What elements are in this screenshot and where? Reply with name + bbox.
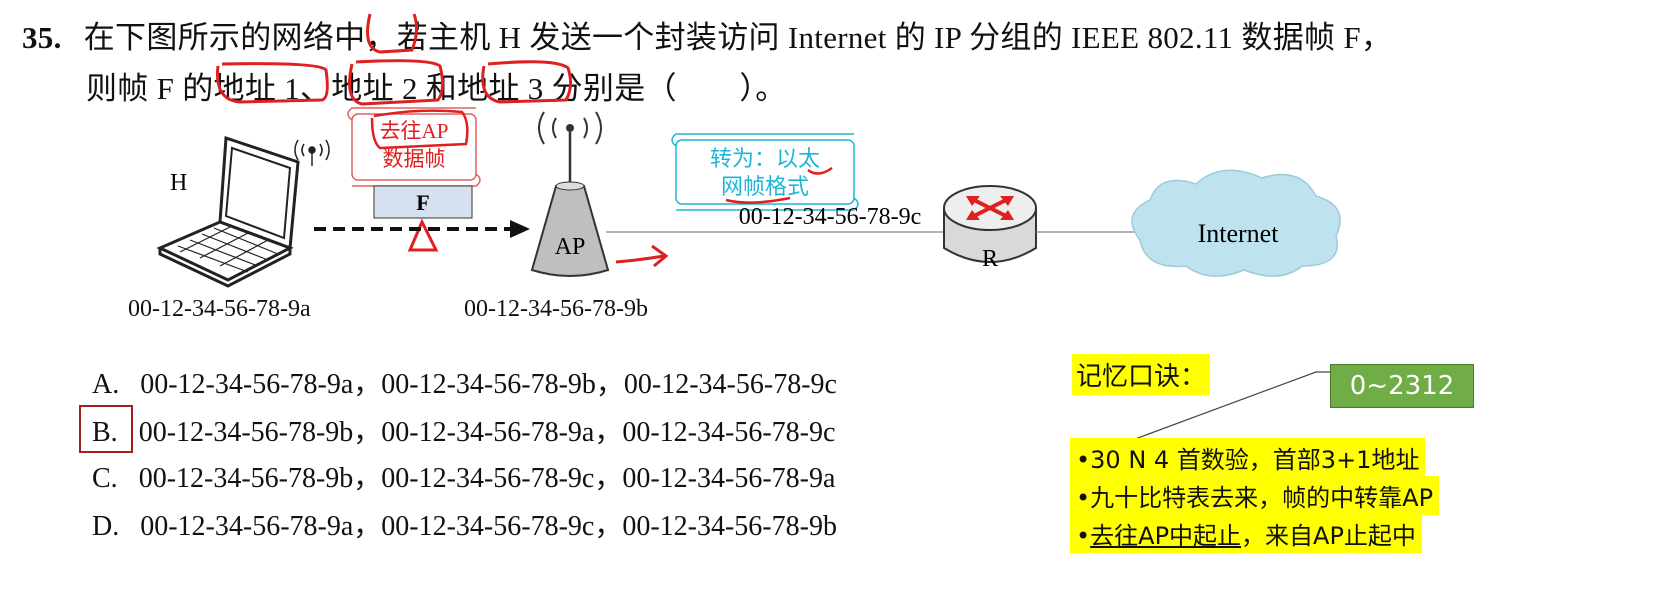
option-a-letter: A. xyxy=(92,369,120,400)
option-a[interactable]: A. 00-12-34-56-78-9a，00-12-34-56-78-9b，0… xyxy=(92,362,837,402)
red-arrow-head xyxy=(651,244,669,268)
note-scroll-left xyxy=(347,107,481,187)
bullet-3: • xyxy=(1076,522,1091,550)
underline-wangzhen xyxy=(725,196,791,204)
mnemonic-text-2: 九十比特表去来，帧的中转靠AP xyxy=(1090,484,1434,512)
option-b-text: 00-12-34-56-78-9b，00-12-34-56-78-9a，00-1… xyxy=(138,417,836,448)
mnemonic-item-3: •去往AP中起止，来自AP止起中 xyxy=(1070,514,1422,553)
option-c-text: 00-12-34-56-78-9b，00-12-34-56-78-9c，00-1… xyxy=(138,463,836,494)
circle-address-1 xyxy=(215,62,329,104)
frame-label: F xyxy=(416,190,429,215)
option-a-text: 00-12-34-56-78-9a，00-12-34-56-78-9b，00-1… xyxy=(140,369,837,400)
option-b[interactable]: B. 00-12-34-56-78-9b，00-12-34-56-78-9a，0… xyxy=(92,410,835,450)
laptop-icon xyxy=(156,135,300,288)
size-badge: 0~2312 xyxy=(1330,364,1474,408)
question-text-1: 在下图所示的网络中，若主机 H 发送一个封装访问 Internet 的 IP 分… xyxy=(83,20,1393,55)
red-arrow-line xyxy=(615,254,665,264)
access-point-icon xyxy=(530,111,610,277)
address-circles xyxy=(215,13,573,106)
circle-address-3 xyxy=(481,60,573,104)
mac-ap-label: 00-12-34-56-78-9b xyxy=(464,296,648,322)
answer-box-b xyxy=(79,405,133,453)
option-d-letter: D. xyxy=(92,511,120,542)
bullet-2: • xyxy=(1076,484,1091,512)
circle-address-2 xyxy=(348,59,445,106)
router-icon xyxy=(943,185,1037,263)
mnemonic-underlined-part: 去往AP中起止 xyxy=(1090,522,1242,550)
mnemonic-item-1: •30 N 4 首数验，首部3+1地址 xyxy=(1070,438,1426,477)
note-right-line2: 网帧格式 xyxy=(721,174,809,199)
router-label: R xyxy=(982,246,998,272)
internet-label: Internet xyxy=(1198,219,1280,248)
red-triangle-mark xyxy=(407,218,439,252)
mnemonic-rest-part: ，来自AP止起中 xyxy=(1241,522,1416,550)
frame-box xyxy=(373,185,473,219)
option-c-letter: C. xyxy=(92,463,118,494)
mnemonic-item-2: •九十比特表去来，帧的中转靠AP xyxy=(1070,476,1440,515)
mac-router-label: 00-12-34-56-78-9c xyxy=(739,204,922,230)
option-b-letter: B. xyxy=(92,417,118,448)
internet-cloud-icon xyxy=(1131,169,1341,277)
wifi-icon-laptop xyxy=(294,139,330,166)
mnemonic-text-1: 30 N 4 首数验，首部3+1地址 xyxy=(1090,446,1420,474)
ap-label: AP xyxy=(555,234,586,260)
underline-yitai xyxy=(807,166,833,175)
circle-note-left xyxy=(370,109,469,150)
mac-host-label: 00-12-34-56-78-9a xyxy=(128,296,311,322)
bullet-1: • xyxy=(1076,446,1091,474)
question-number: 35. xyxy=(22,20,62,55)
host-label: H xyxy=(170,170,187,196)
mnemonic-connector xyxy=(1099,371,1330,453)
question-line-1: 35. 在下图所示的网络中，若主机 H 发送一个封装访问 Internet 的 … xyxy=(22,12,1392,57)
arrow-head xyxy=(510,220,530,238)
option-d-text: 00-12-34-56-78-9a，00-12-34-56-78-9c，00-1… xyxy=(140,511,837,542)
option-d[interactable]: D. 00-12-34-56-78-9a，00-12-34-56-78-9c，0… xyxy=(92,504,837,544)
note-left-line2: 数据帧 xyxy=(383,147,446,171)
note-left-line1: 去往AP xyxy=(380,119,449,143)
option-c[interactable]: C. 00-12-34-56-78-9b，00-12-34-56-78-9c，0… xyxy=(92,456,835,496)
note-right-line1: 转为：以太 xyxy=(710,146,820,171)
circle-zhong xyxy=(366,13,419,54)
mnemonic-title: 记忆口诀： xyxy=(1072,354,1211,395)
note-scroll-right xyxy=(671,133,859,211)
